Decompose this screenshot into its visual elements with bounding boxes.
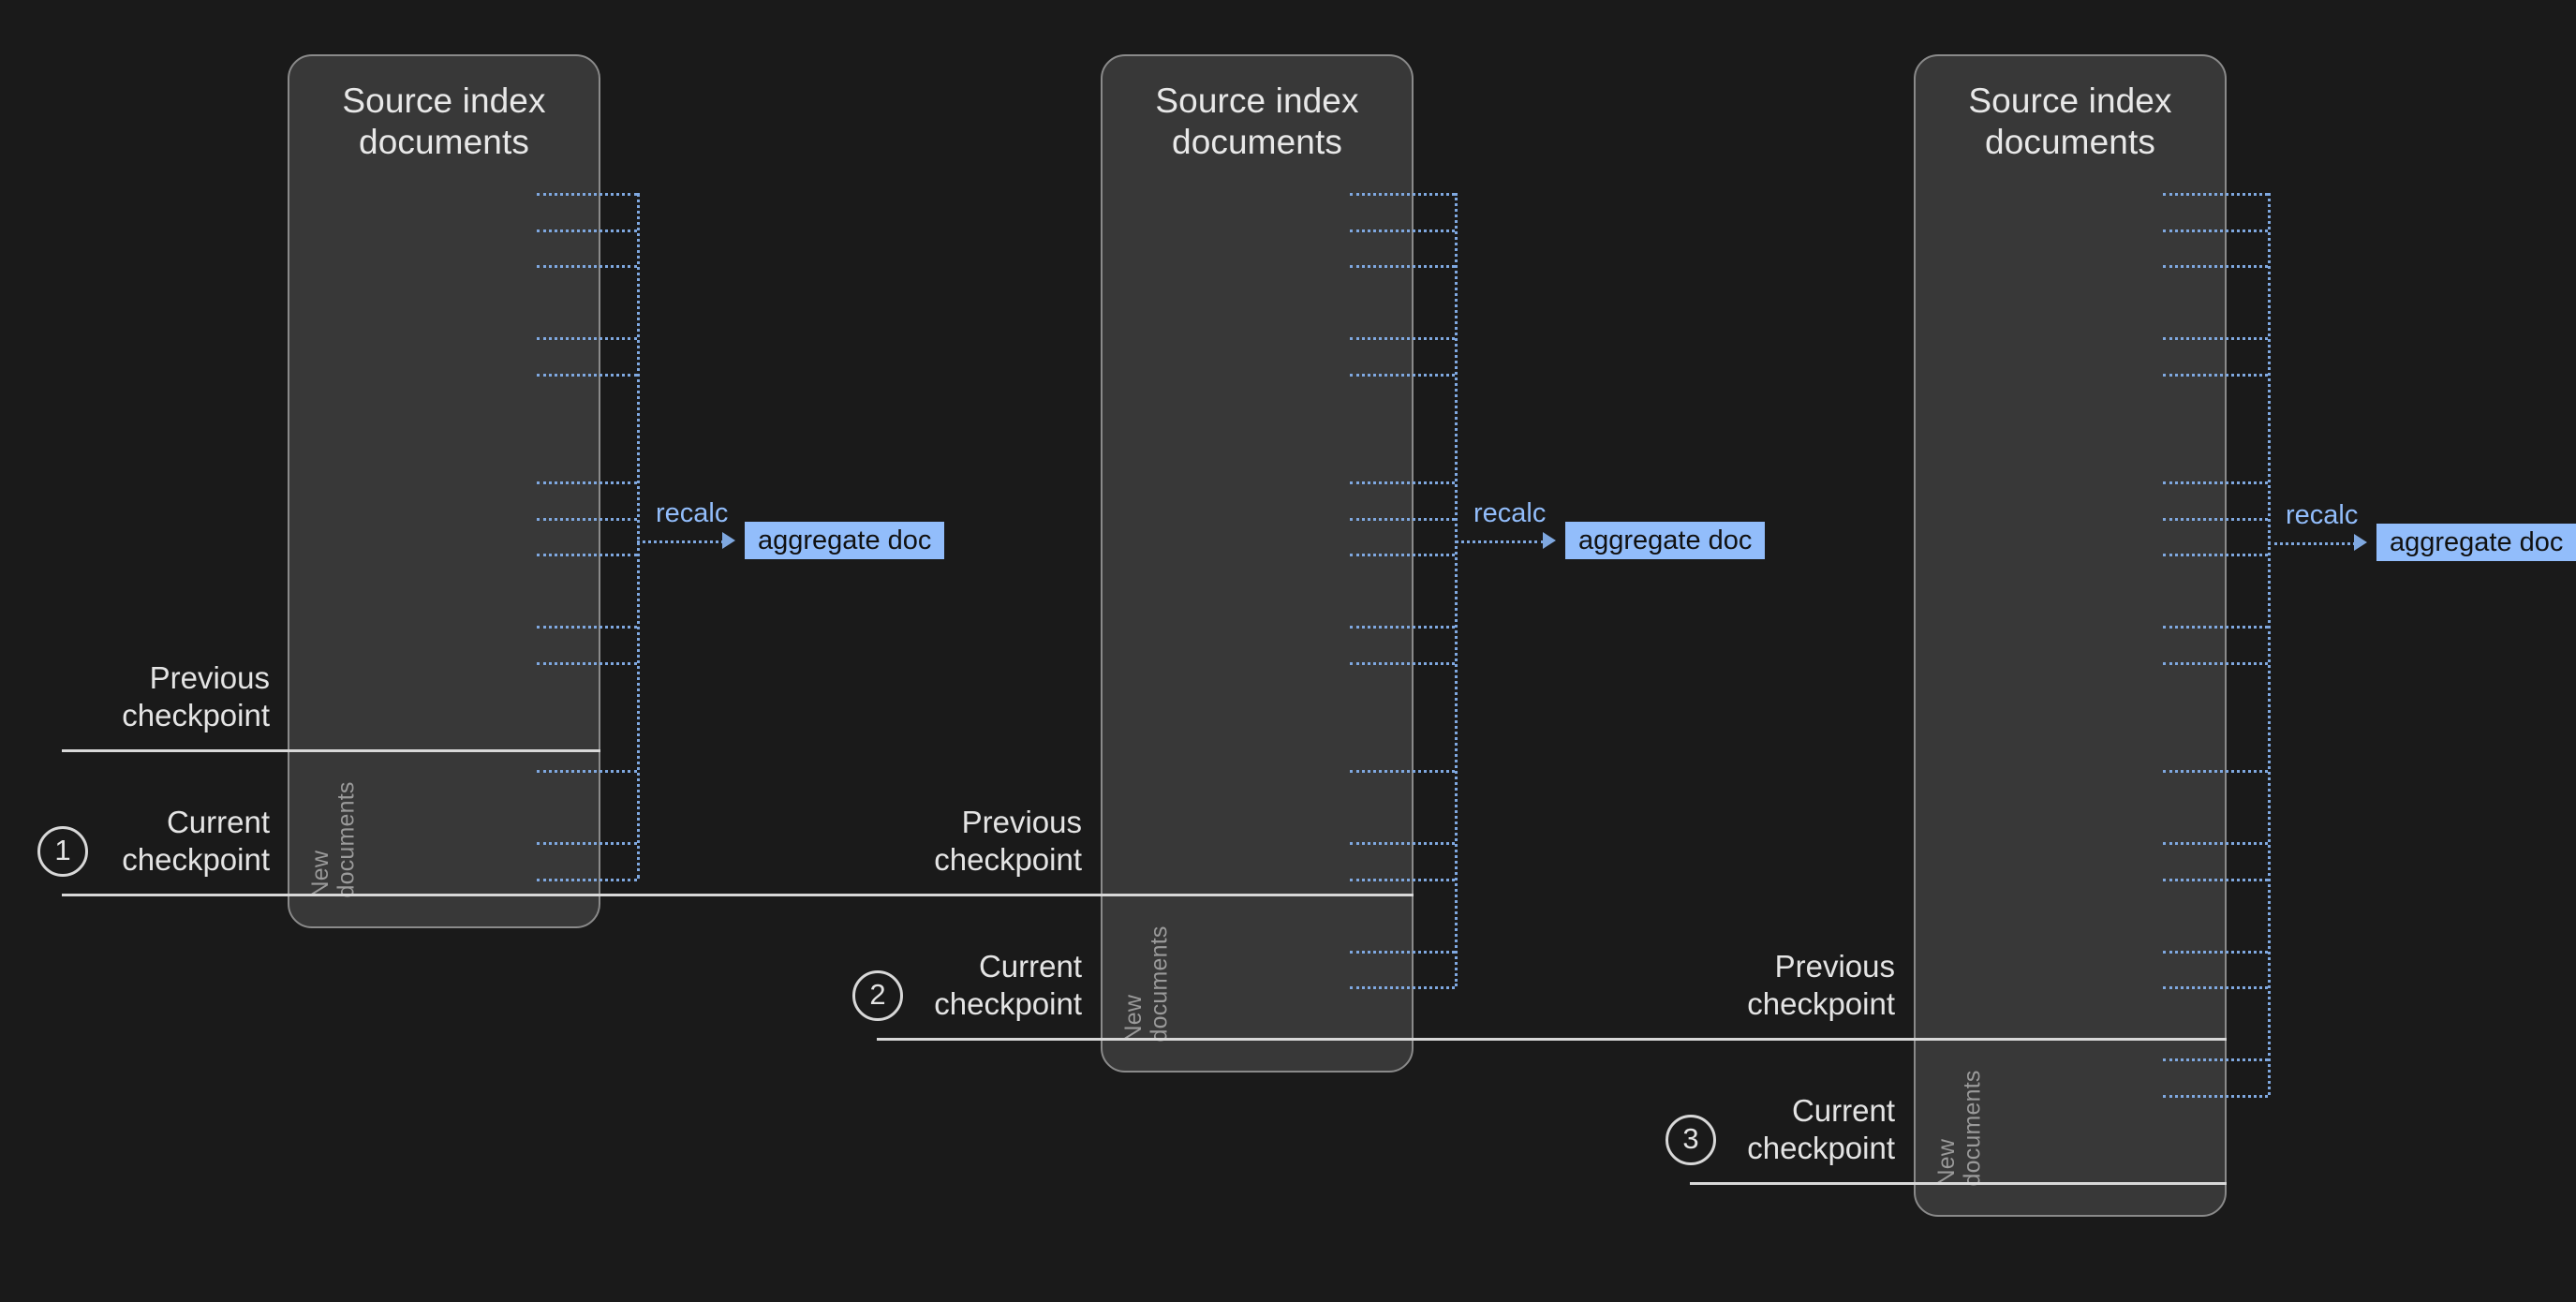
connector-leader [537, 193, 637, 196]
connector-leader [2163, 193, 2268, 196]
connector-leader [2163, 229, 2268, 232]
recalc-arrow-line [1455, 540, 1545, 543]
previous-checkpoint-rule [1690, 1038, 2227, 1041]
connector-leader [2163, 265, 2268, 268]
connector-bus [1455, 193, 1458, 986]
step-number-2: 2 [852, 970, 903, 1021]
new-documents-label: New documents [1933, 1070, 1986, 1187]
connector-leader [1350, 554, 1455, 556]
connector-leader [2163, 554, 2268, 556]
connector-leader [1350, 770, 1455, 773]
recalc-arrowhead [2354, 534, 2367, 551]
recalc-arrowhead [722, 532, 735, 549]
previous-checkpoint-label: Previous checkpoint [1747, 949, 1895, 1022]
connector-leader [537, 337, 637, 340]
connector-leader [1350, 878, 1455, 881]
connector-leader [1350, 842, 1455, 845]
aggregate-doc-box: aggregate doc [2376, 524, 2576, 561]
connector-leader [2163, 337, 2268, 340]
connector-leader [2163, 626, 2268, 629]
source-index-panel-3: Source index documents [1914, 54, 2227, 1217]
connector-leader [2163, 661, 2268, 665]
aggregate-doc-box: aggregate doc [1565, 522, 1766, 559]
connector-leader [1350, 193, 1455, 196]
connector-leader [1350, 481, 1455, 484]
connector-leader [2163, 517, 2268, 521]
connector-leader [2163, 878, 2268, 881]
connector-leader [537, 229, 637, 232]
recalc-label: recalc [2286, 500, 2359, 530]
connector-leader [1350, 661, 1455, 665]
connector-leader [1350, 626, 1455, 629]
connector-leader [537, 661, 637, 665]
connector-leader [1350, 950, 1455, 954]
previous-checkpoint-label: Previous checkpoint [122, 660, 270, 733]
connector-leader [537, 842, 637, 845]
recalc-label: recalc [1473, 498, 1547, 528]
connector-leader [1350, 986, 1455, 989]
current-checkpoint-rule [62, 894, 1414, 896]
connector-leader [537, 265, 637, 268]
connector-leader [537, 878, 637, 881]
connector-leader [537, 517, 637, 521]
recalc-arrow-line [2268, 542, 2356, 545]
connector-leader [2163, 1094, 2268, 1098]
connector-leader [537, 626, 637, 629]
current-checkpoint-label: Current checkpoint [1747, 1093, 1895, 1166]
connector-leader [1350, 265, 1455, 268]
connector-leader [1350, 229, 1455, 232]
panel-title-2: Source index documents [1155, 81, 1359, 161]
step-number-1: 1 [37, 826, 88, 877]
connector-leader [2163, 842, 2268, 845]
connector-leader [537, 554, 637, 556]
recalc-label: recalc [656, 498, 729, 528]
current-checkpoint-rule [1690, 1182, 2227, 1185]
recalc-arrow-line [637, 540, 724, 543]
connector-bus [2268, 193, 2271, 1095]
connector-leader [537, 373, 637, 377]
new-documents-label: New documents [1120, 925, 1173, 1043]
connector-leader [1350, 337, 1455, 340]
recalc-arrowhead [1543, 532, 1556, 549]
current-checkpoint-rule [877, 1038, 2227, 1041]
new-documents-label: New documents [307, 781, 360, 898]
previous-checkpoint-rule [877, 894, 1414, 896]
connector-leader [2163, 986, 2268, 989]
connector-leader [1350, 373, 1455, 377]
current-checkpoint-label: Current checkpoint [122, 805, 270, 878]
connector-leader [2163, 1058, 2268, 1061]
panel-title-3: Source index documents [1968, 81, 2172, 161]
connector-leader [2163, 950, 2268, 954]
step-number-3: 3 [1666, 1115, 1716, 1165]
connector-leader [1350, 517, 1455, 521]
connector-leader [2163, 770, 2268, 773]
connector-leader [2163, 481, 2268, 484]
previous-checkpoint-rule [62, 749, 600, 752]
source-index-panel-2: Source index documents [1101, 54, 1414, 1073]
connector-leader [2163, 373, 2268, 377]
connector-leader [537, 770, 637, 773]
connector-bus [637, 193, 640, 879]
panel-title-1: Source index documents [342, 81, 546, 161]
source-index-panel-1: Source index documents [288, 54, 600, 928]
current-checkpoint-label: Current checkpoint [934, 949, 1082, 1022]
aggregate-doc-box: aggregate doc [745, 522, 945, 559]
previous-checkpoint-label: Previous checkpoint [934, 805, 1082, 878]
connector-leader [537, 481, 637, 484]
